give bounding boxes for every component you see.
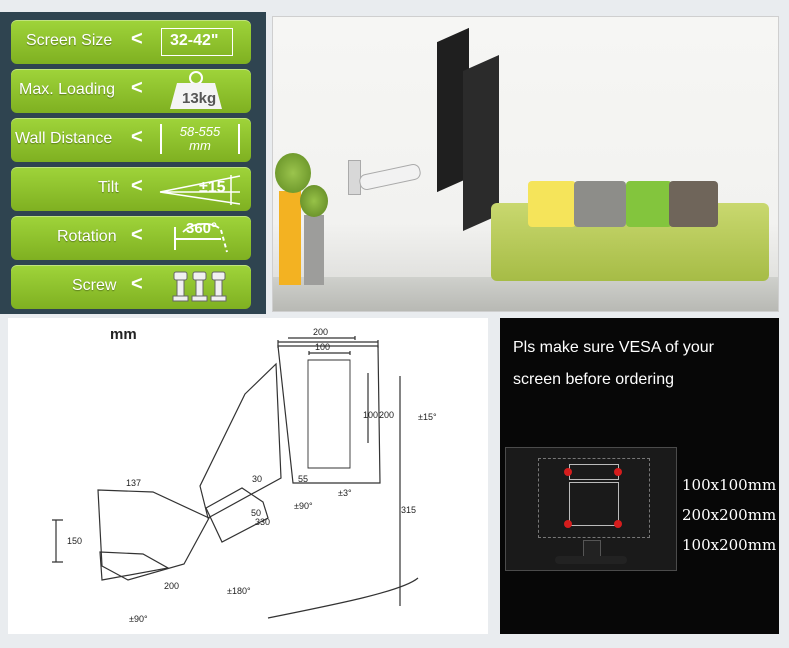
spec-value: 32-42" [170, 32, 219, 49]
dimension-diagram: mm 200 100 100 200 ±15° 137 55 150 30 50… [8, 318, 488, 634]
dim-3: ±3° [338, 488, 352, 498]
tv-back-illustration [505, 447, 677, 571]
dim-315: 315 [401, 505, 416, 515]
mount-hole [614, 520, 622, 528]
spec-label: Tilt [98, 179, 119, 196]
spec-value: ±15 [199, 179, 226, 196]
spec-rotation: Rotation < 360° [11, 216, 251, 260]
plant-tall [275, 153, 311, 193]
dim-top-200: 200 [313, 327, 328, 337]
dim-180: ±180° [227, 586, 251, 596]
spec-label: Rotation [57, 228, 117, 245]
plant-pot-short [304, 215, 324, 285]
vesa-note-line-2: screen before ordering [513, 371, 674, 388]
chevron-left-icon: < [131, 175, 143, 197]
spec-value: 13kg [182, 90, 217, 107]
spec-tilt: Tilt < ±15 [11, 167, 251, 211]
product-room-photo [272, 16, 779, 312]
vesa-size-3: 100x200mm [682, 536, 777, 554]
spec-max-loading: Max. Loading < 13kg [11, 69, 251, 113]
technical-drawing: 200 100 100 200 ±15° 137 55 150 30 50 33… [52, 327, 437, 624]
dim-200-bottom: 200 [164, 581, 179, 591]
sofa-pillow-2 [574, 181, 626, 227]
dim-137: 137 [126, 478, 141, 488]
screen-size-box [161, 28, 233, 56]
dim-330: 330 [255, 517, 270, 527]
plant-short [300, 185, 328, 217]
dim-v-200: 200 [379, 410, 394, 420]
floor [273, 277, 778, 311]
tilt-icon [159, 175, 241, 205]
spec-label: Screw [72, 277, 117, 294]
vesa-note-panel: Pls make sure VESA of your screen before… [500, 318, 779, 634]
vesa-note-line-1: Pls make sure VESA of your [513, 339, 714, 356]
plant-pot-tall [279, 191, 301, 285]
dim-150: 150 [67, 536, 82, 546]
dim-tilt: ±15° [418, 412, 437, 422]
dim-55: 55 [298, 474, 308, 484]
chevron-left-icon: < [131, 28, 143, 50]
sofa-pillow-1 [528, 181, 576, 227]
wall-mount-arm [348, 157, 443, 195]
dim-90-bottom: ±90° [129, 614, 148, 624]
chevron-left-icon: < [131, 77, 143, 99]
spec-value: 360° [186, 220, 218, 237]
mount-hole [564, 468, 572, 476]
dim-90-top: ±90° [294, 501, 313, 511]
dim-50: 50 [251, 508, 261, 518]
vesa-size-2: 200x200mm [682, 506, 777, 524]
weight-icon [170, 71, 222, 109]
spec-wall-distance: Wall Distance < 58-555 mm [11, 118, 251, 162]
dim-30: 30 [252, 474, 262, 484]
vesa-size-1: 100x100mm [682, 476, 777, 494]
rotation-icon [174, 223, 228, 253]
spec-label: Max. Loading [19, 81, 116, 98]
chevron-left-icon: < [131, 224, 143, 246]
sofa-pillow-4 [669, 181, 718, 227]
specification-panel: Screen Size < 32-42" Max. Loading < 13kg… [0, 12, 266, 314]
spec-screw: Screw < [11, 265, 251, 309]
dim-v-100: 100 [363, 410, 378, 420]
spec-value: 58-555 mm [179, 124, 221, 153]
distance-brackets [160, 124, 240, 154]
chevron-left-icon: < [131, 273, 143, 295]
dim-top-100: 100 [315, 342, 330, 352]
mount-hole [614, 468, 622, 476]
screw-icon [172, 271, 227, 302]
sofa-pillow-3 [626, 181, 672, 227]
mount-hole [564, 520, 572, 528]
unit-label: mm [110, 326, 137, 343]
chevron-left-icon: < [131, 126, 143, 148]
spec-label: Screen Size [26, 32, 113, 49]
spec-screen-size: Screen Size < 32-42" [11, 20, 251, 64]
spec-label: Wall Distance [15, 130, 113, 147]
